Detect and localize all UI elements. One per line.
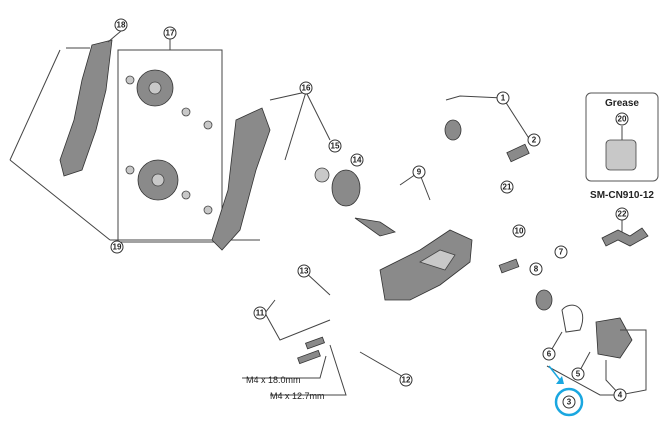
pulley-group [117, 49, 223, 243]
callout-16[interactable]: 16 [299, 81, 313, 95]
bolt-label-12mm: M4 x 12.7mm [270, 391, 325, 401]
bolt [297, 349, 321, 365]
svg-text:2: 2 [532, 136, 537, 145]
callout-21[interactable]: 21 [500, 180, 514, 194]
battery-unit [595, 317, 633, 359]
cable-part [535, 289, 553, 311]
svg-text:21: 21 [503, 183, 512, 192]
callout-5[interactable]: 5 [571, 367, 585, 381]
svg-text:16: 16 [302, 84, 311, 93]
bolt-label-18mm: M4 x 18.0mm [246, 375, 301, 385]
callout-10[interactable]: 10 [512, 224, 526, 238]
grease-tub [605, 139, 637, 171]
svg-text:13: 13 [300, 267, 309, 276]
callout-7[interactable]: 7 [554, 245, 568, 259]
pivot-part [444, 119, 462, 141]
grease-title: Grease [605, 98, 639, 109]
svg-text:9: 9 [417, 168, 422, 177]
svg-text:15: 15 [331, 142, 340, 151]
svg-text:14: 14 [353, 156, 362, 165]
svg-text:20: 20 [618, 115, 627, 124]
grease-box: Grease [585, 92, 659, 182]
callout-20[interactable]: 20 [615, 112, 629, 126]
svg-text:10: 10 [515, 227, 524, 236]
seal-ring [561, 304, 584, 333]
spring-part [314, 167, 330, 183]
callout-9[interactable]: 9 [412, 165, 426, 179]
callout-17[interactable]: 17 [163, 26, 177, 40]
derailleur-body [379, 229, 473, 301]
svg-text:6: 6 [547, 350, 552, 359]
pivot-bolt [506, 143, 530, 163]
callout-2[interactable]: 2 [527, 133, 541, 147]
svg-text:1: 1 [501, 94, 506, 103]
svg-text:22: 22 [618, 210, 627, 219]
svg-text:12: 12 [402, 376, 411, 385]
adjust-bolt [498, 258, 520, 274]
svg-text:5: 5 [576, 370, 581, 379]
callout-6[interactable]: 6 [542, 347, 556, 361]
callout-11[interactable]: 11 [253, 306, 267, 320]
highlight-circle [554, 387, 584, 417]
svg-text:3: 3 [567, 398, 572, 407]
bolt [305, 336, 325, 350]
svg-text:4: 4 [618, 391, 623, 400]
svg-text:8: 8 [534, 265, 539, 274]
chain-model-label: SM-CN910-12 [590, 190, 654, 201]
callout-4[interactable]: 4 [613, 388, 627, 402]
b-tension-part [354, 217, 396, 237]
callout-18[interactable]: 18 [114, 18, 128, 32]
callout-8[interactable]: 8 [529, 262, 543, 276]
bushing-part [331, 169, 361, 207]
callout-22[interactable]: 22 [615, 207, 629, 221]
inner-cage-plate [211, 107, 271, 251]
quick-link [601, 227, 649, 247]
svg-text:18: 18 [117, 21, 126, 30]
svg-text:19: 19 [113, 243, 122, 252]
callout-3[interactable]: 3 [562, 395, 576, 409]
callout-1[interactable]: 1 [496, 91, 510, 105]
callout-14[interactable]: 14 [350, 153, 364, 167]
callout-19[interactable]: 19 [110, 240, 124, 254]
callout-13[interactable]: 13 [297, 264, 311, 278]
callout-15[interactable]: 15 [328, 139, 342, 153]
svg-text:11: 11 [256, 309, 265, 318]
callout-12[interactable]: 12 [399, 373, 413, 387]
outer-cage-plate [59, 39, 113, 177]
svg-text:7: 7 [559, 248, 564, 257]
svg-text:17: 17 [166, 29, 175, 38]
